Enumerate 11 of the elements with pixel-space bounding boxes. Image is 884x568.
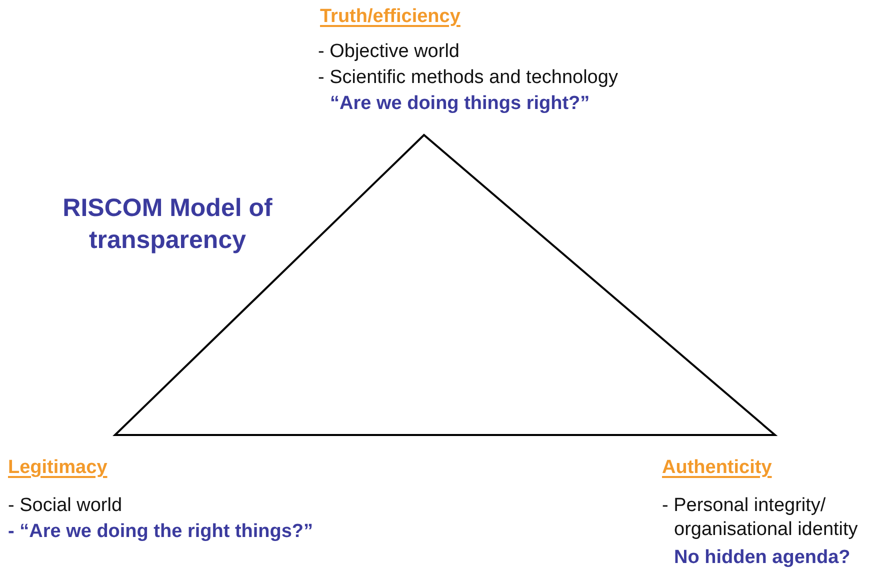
question-text: “Are we doing things right?” [330,92,590,116]
bullet-text: - Objective world [318,40,460,64]
question-text: - “Are we doing the right things?” [8,520,314,544]
bullet-text: - Scientific methods and technology [318,66,618,90]
category-heading: Authenticity [662,456,772,480]
category-heading: Truth/efficiency [320,5,460,29]
bullet-text: - Social world [8,494,122,518]
bullet-text: - Personal integrity/ organisational identity [662,494,859,542]
diagram-title: RISCOM Model of transparency [62,193,274,256]
question-text: No hidden agenda? [674,546,850,568]
category-heading: Legitimacy [8,456,108,480]
